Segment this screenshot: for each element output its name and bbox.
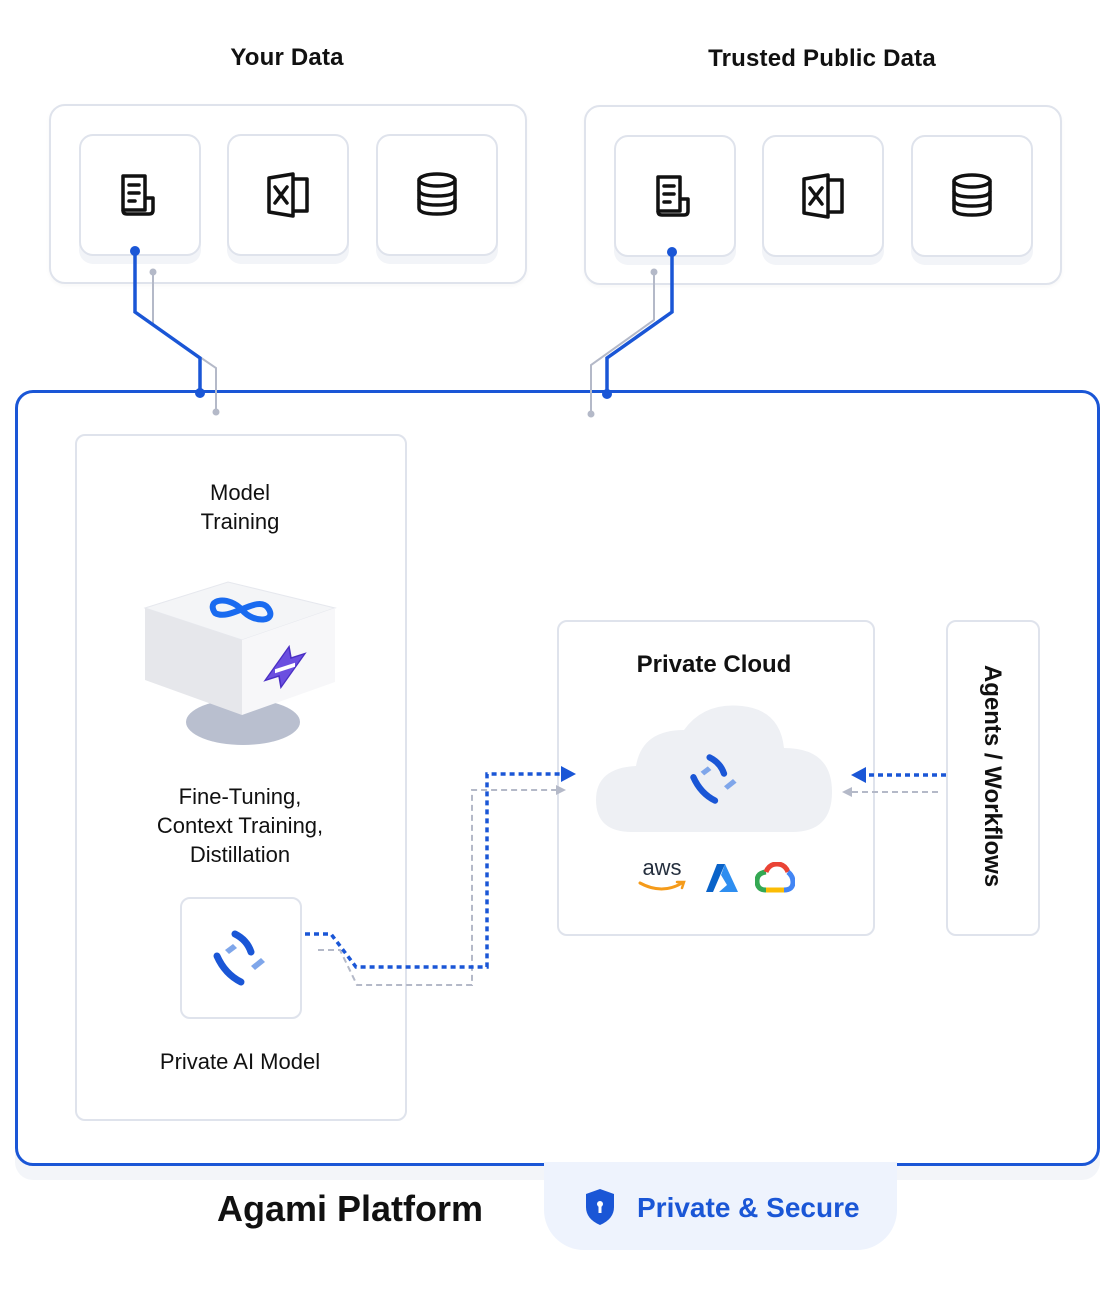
excel-icon	[802, 173, 844, 219]
private-secure-text: Private & Secure	[637, 1192, 860, 1223]
agami-logo-icon	[213, 930, 265, 986]
trusted-public-data-title: Trusted Public Data	[708, 45, 936, 72]
database-icon	[417, 172, 457, 216]
private-ai-model-label: Private AI Model	[159, 1049, 321, 1074]
model-training-title-line2: Training	[200, 509, 280, 534]
your-data-title: Your Data	[230, 44, 344, 71]
agami-platform-title: Agami Platform	[217, 1188, 484, 1229]
agents-workflows-panel	[946, 620, 1040, 936]
shield-icon	[586, 1189, 614, 1225]
meta-logo	[209, 597, 274, 623]
excel-icon	[267, 172, 309, 218]
training-methods-text: Fine-Tuning, Context Training, Distillat…	[110, 782, 370, 869]
training-methods-line3: Distillation	[189, 842, 291, 867]
aws-logo-text: aws	[642, 855, 682, 880]
private-cloud-title: Private Cloud	[636, 651, 792, 678]
document-icon	[656, 175, 690, 217]
private-ai-model-tile	[180, 897, 302, 1019]
cloud-icon	[596, 705, 832, 832]
your-data-primary-connector	[133, 251, 202, 391]
model-training-title: Model Training	[140, 478, 340, 536]
public-data-document-tile	[614, 135, 736, 257]
public-data-database-tile	[911, 135, 1033, 257]
gemma-logo	[263, 644, 307, 690]
model-to-cloud-primary-connector	[305, 772, 563, 969]
public-data-primary-connector	[605, 252, 674, 393]
training-methods-line1: Fine-Tuning,	[178, 784, 302, 809]
public-data-secondary-connector	[590, 272, 655, 412]
aws-logo: aws	[636, 857, 688, 897]
your-data-excel-tile	[227, 134, 349, 256]
training-methods-line2: Context Training,	[156, 813, 324, 838]
azure-logo	[706, 864, 738, 892]
your-data-document-tile	[79, 134, 201, 256]
document-icon	[121, 174, 155, 216]
model-to-cloud-secondary-connector	[318, 789, 560, 986]
model-training-title-line1: Model	[210, 480, 270, 505]
google-cloud-logo	[755, 862, 795, 893]
agami-logo-icon	[690, 754, 737, 804]
your-data-secondary-connector	[152, 272, 217, 410]
database-icon	[952, 173, 992, 217]
public-data-excel-tile	[762, 135, 884, 257]
model-cube-illustration	[143, 581, 337, 745]
your-data-database-tile	[376, 134, 498, 256]
